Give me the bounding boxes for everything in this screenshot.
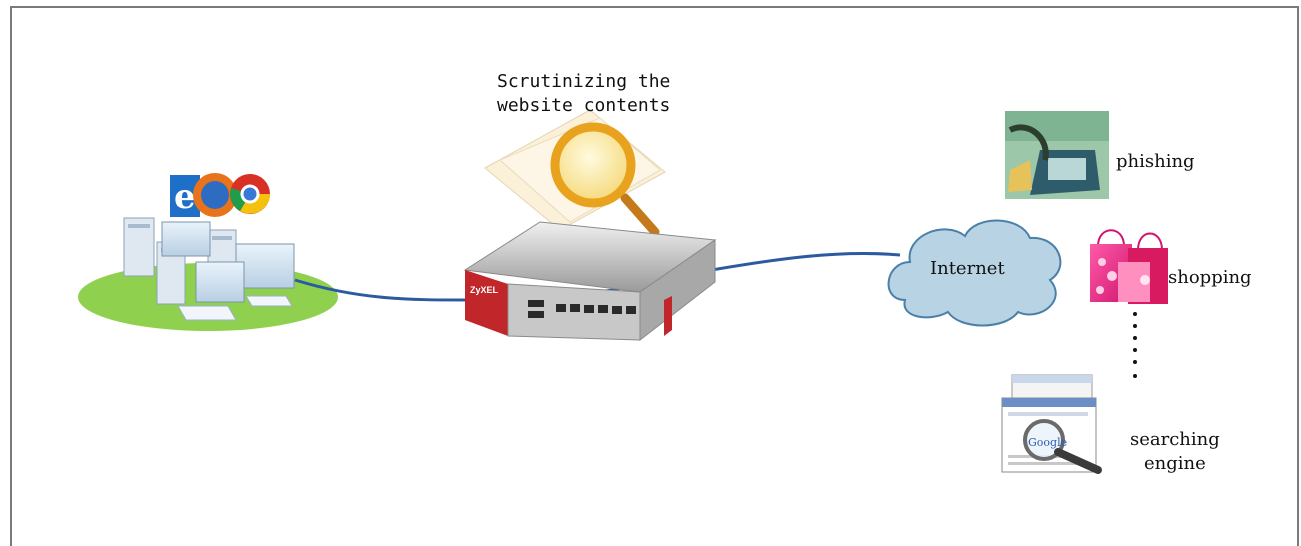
search-engine-label: searching engine (1130, 428, 1220, 476)
cloud-label: Internet (930, 258, 1005, 279)
magnifier-icon (484, 109, 666, 237)
router-brand-label: ZyXEL (470, 285, 499, 295)
lan-group: e (78, 173, 338, 331)
svg-text:e: e (174, 177, 196, 217)
search-label-line-1: searching (1130, 429, 1220, 450)
search-brand-label: Google (1028, 436, 1067, 449)
router-icon: ZyXEL (463, 221, 717, 342)
shopping-bags-icon (1090, 229, 1168, 304)
shopping-label: shopping (1168, 267, 1252, 288)
ellipsis-dots (1133, 312, 1137, 378)
search-engine-icon: Google (1001, 374, 1102, 474)
title-line-1: Scrutinizing the (497, 71, 671, 92)
phishing-label: phishing (1116, 151, 1195, 172)
cloud-icon (887, 219, 1062, 327)
diagram-title: Scrutinizing the website contents (497, 70, 670, 118)
title-line-2: website contents (497, 95, 671, 116)
browser-logos-icon: e (170, 173, 270, 217)
diagram-frame (10, 6, 1299, 546)
search-label-line-2: engine (1144, 453, 1206, 474)
computers-icon (123, 217, 295, 321)
phishing-icon (1005, 111, 1109, 199)
